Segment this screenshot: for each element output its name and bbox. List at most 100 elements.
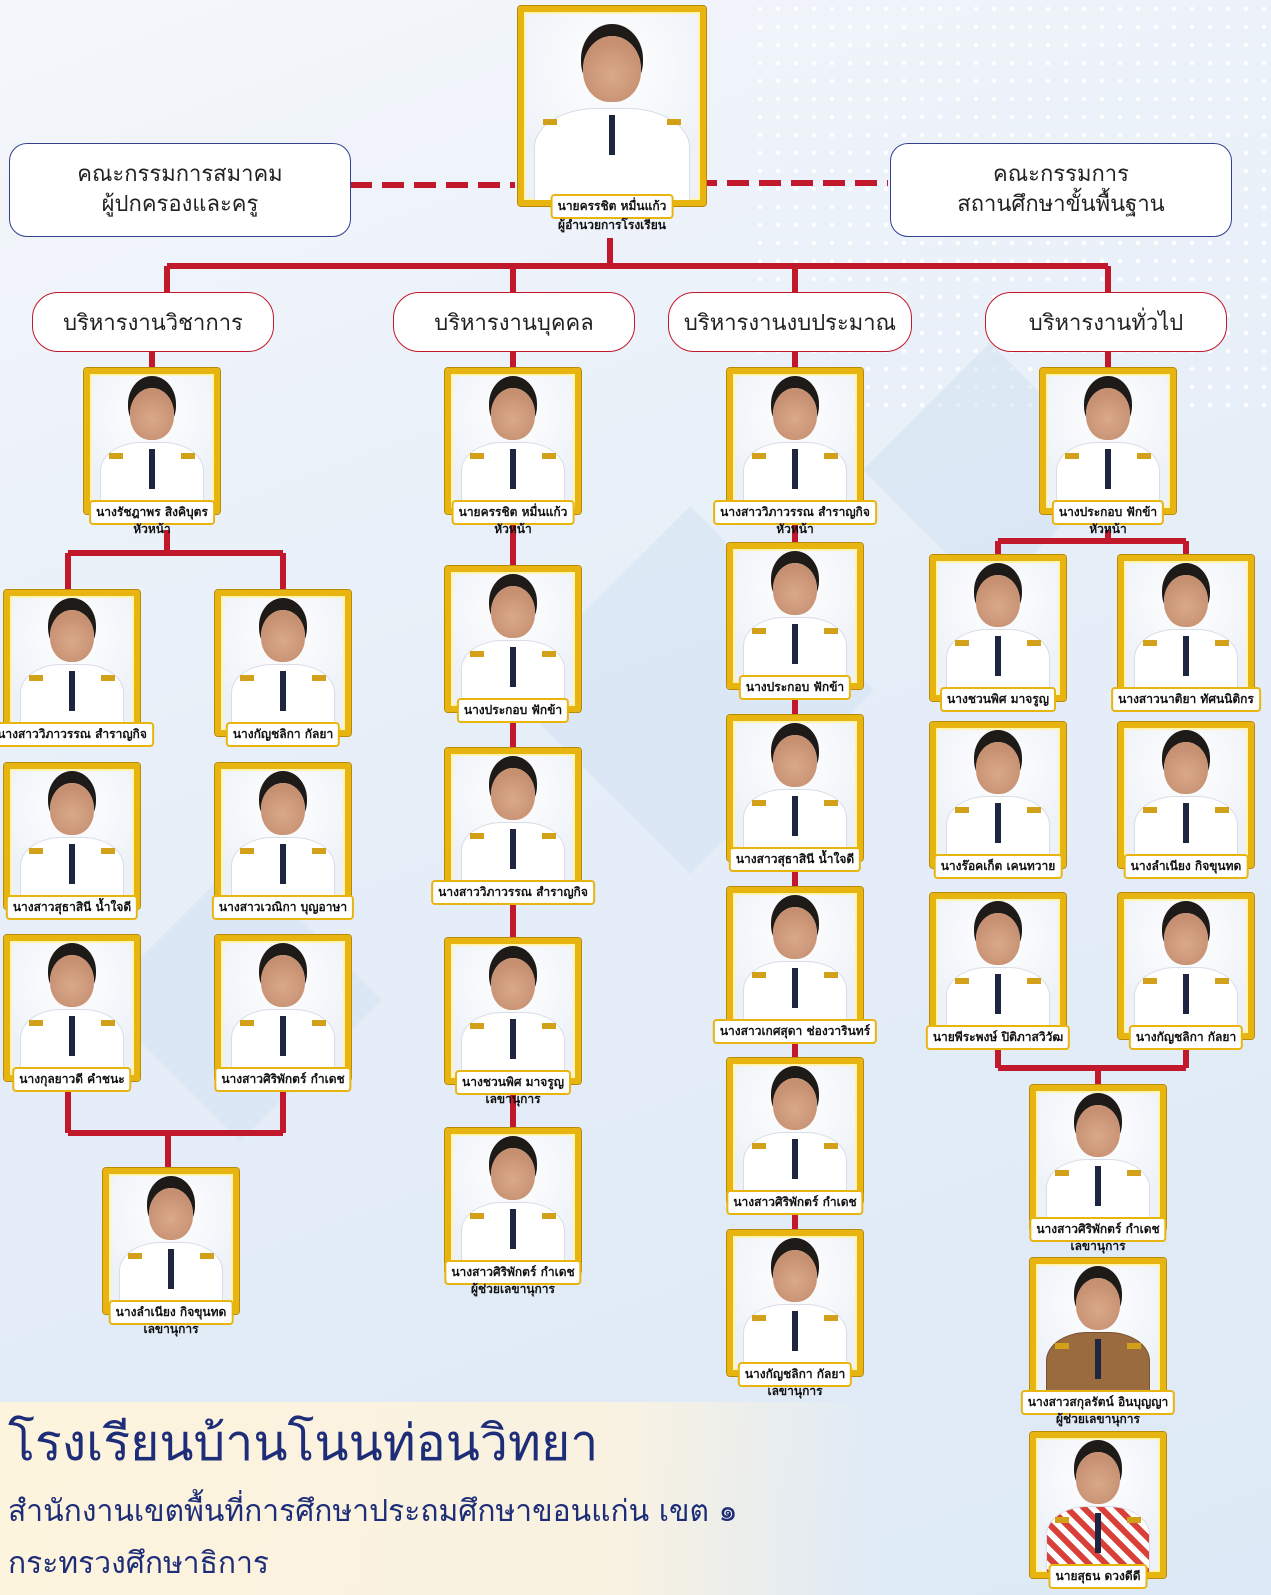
person-name: นางประกอบ ฟักข้า: [738, 675, 852, 700]
committee-left-label: คณะกรรมการสมาคม ผู้ปกครองและครู: [77, 162, 283, 217]
photo: [1118, 893, 1254, 1039]
dept-general-label: บริหารงานทั่วไป: [1028, 310, 1184, 336]
academic-secretary: นางลำเนียง กิจขุนทดเลขานุการ: [103, 1168, 239, 1336]
budget-member: นางประกอบ ฟักข้า: [727, 543, 863, 700]
person-name: นางสาวสกุลรัตน์ อินบุญญา: [1020, 1390, 1176, 1415]
person-name: นางสาววิภาวรรณ สำราญกิจ: [0, 722, 154, 747]
budget-member: นางสาวสุธาสินี น้ำใจดี: [727, 715, 863, 872]
person-name: นางลำเนียง กิจขุนทด: [108, 1300, 234, 1325]
person-name: นางกัญชลิกา กัลยา: [225, 722, 341, 747]
photo: [215, 590, 351, 736]
general-secretary: นางสาวศิริพักตร์ กำเดชเลขานุการ: [1029, 1085, 1167, 1253]
person-role: หัวหน้า: [133, 522, 171, 536]
academic-head: นางรัชฎาพร สิงคิบุตรหัวหน้า: [84, 368, 220, 536]
academic-member: นางกุลยาวดี คำชนะ: [4, 935, 140, 1092]
person-name: นายพีระพงษ์ ปิติภาสวิวัฒ: [925, 1025, 1071, 1050]
person-name: นางสาวนาติยา ทัศนนิติกร: [1111, 687, 1261, 712]
person-name: นางประกอบ ฟักข้า: [456, 698, 570, 723]
dept-budget: บริหารงานงบประมาณ: [668, 292, 912, 352]
personnel-head: นายครรชิต หมื่นแก้วหัวหน้า: [445, 368, 581, 536]
dept-personnel: บริหารงานบุคคล: [393, 292, 635, 352]
person-name: นางกุลยาวดี คำชนะ: [12, 1067, 132, 1092]
photo: [4, 763, 140, 909]
person-name: นางร๊อคเก็ต เคนทวาย: [933, 854, 1063, 879]
person-name: นางสาวสุธาสินี น้ำใจดี: [5, 895, 139, 920]
photo: [1040, 368, 1176, 514]
photo: [445, 566, 581, 712]
person-name: นางสาววิภาวรรณ สำราญกิจ: [431, 880, 595, 905]
dept-general: บริหารงานทั่วไป: [985, 292, 1227, 352]
general-member: นางลำเนียง กิจขุนทด: [1118, 722, 1254, 879]
dept-budget-label: บริหารงานงบประมาณ: [683, 310, 897, 336]
photo: [84, 368, 220, 514]
photo: [930, 893, 1066, 1039]
person-name: นางสาวศิริพักตร์ กำเดช: [726, 1190, 864, 1215]
school-board-box: คณะกรรมการ สถานศึกษาขั้นพื้นฐาน: [890, 143, 1232, 237]
director-card: นายครรชิต หมื่นแก้ว ผู้อำนวยการโรงเรียน: [518, 6, 706, 232]
dept-academic: บริหารงานวิชาการ: [32, 292, 274, 352]
photo: [727, 368, 863, 514]
photo: [103, 1168, 239, 1314]
director-photo: [518, 6, 706, 206]
dept-personnel-label: บริหารงานบุคคล: [434, 310, 594, 336]
general-member: นางสาวนาติยา ทัศนนิติกร: [1111, 555, 1261, 712]
personnel-assistant: นางสาวศิริพักตร์ กำเดชผู้ช่วยเลขานุการ: [444, 1128, 582, 1296]
person-role: ผู้ช่วยเลขานุการ: [471, 1282, 555, 1296]
general-member: นางร๊อคเก็ต เคนทวาย: [930, 722, 1066, 879]
photo: [445, 748, 581, 894]
photo: [727, 1058, 863, 1204]
photo: [930, 555, 1066, 701]
general-member-last: นายสุธน ดวงดีดี: [1030, 1432, 1166, 1589]
person-name: นางสาววิภาวรรณ สำราญกิจ: [713, 500, 877, 525]
photo: [727, 543, 863, 689]
photo: [1030, 1432, 1166, 1578]
person-role: เลขานุการ: [1070, 1239, 1126, 1253]
person-role: เลขานุการ: [485, 1092, 541, 1106]
academic-member: นางสาวสุธาสินี น้ำใจดี: [4, 763, 140, 920]
personnel-secretary: นางชวนพิศ มาจรูญเลขานุการ: [445, 938, 581, 1106]
academic-member: นางสาวศิริพักตร์ กำเดช: [214, 935, 352, 1092]
photo: [445, 938, 581, 1084]
personnel-member: นางประกอบ ฟักข้า: [445, 566, 581, 723]
budget-member: นางสาวศิริพักตร์ กำเดช: [726, 1058, 864, 1215]
academic-member: นางสาววิภาวรรณ สำราญกิจ: [0, 590, 154, 747]
person-name: นางสาวศิริพักตร์ กำเดช: [1029, 1217, 1167, 1242]
person-role: ผู้ช่วยเลขานุการ: [1056, 1412, 1140, 1426]
photo: [4, 935, 140, 1081]
photo: [1118, 555, 1254, 701]
school-office: สำนักงานเขตพื้นที่การศึกษาประถมศึกษาขอนแ…: [8, 1494, 738, 1529]
person-name: นางลำเนียง กิจขุนทด: [1123, 854, 1249, 879]
parents-teachers-committee-box: คณะกรรมการสมาคม ผู้ปกครองและครู: [9, 143, 351, 237]
budget-head: นางสาววิภาวรรณ สำราญกิจหัวหน้า: [713, 368, 877, 536]
personnel-member: นางสาววิภาวรรณ สำราญกิจ: [431, 748, 595, 905]
dept-academic-label: บริหารงานวิชาการ: [63, 310, 243, 336]
photo: [1030, 1085, 1166, 1231]
photo: [1030, 1258, 1166, 1404]
person-role: หัวหน้า: [776, 522, 814, 536]
budget-member: นางสาวเกศสุดา ช่องวารินทร์: [712, 887, 878, 1044]
person-name: นางประกอบ ฟักข้า: [1051, 500, 1165, 525]
general-assistant: นางสาวสกุลรัตน์ อินบุญญาผู้ช่วยเลขานุการ: [1020, 1258, 1176, 1426]
photo: [215, 935, 351, 1081]
committee-right-label: คณะกรรมการ สถานศึกษาขั้นพื้นฐาน: [957, 162, 1165, 217]
photo: [445, 1128, 581, 1274]
photo: [215, 763, 351, 909]
budget-secretary: นางกัญชลิกา กัลยาเลขานุการ: [727, 1230, 863, 1398]
academic-member: นางกัญชลิกา กัลยา: [215, 590, 351, 747]
person-role: เลขานุการ: [767, 1384, 823, 1398]
person-name: นางสาวเกศสุดา ช่องวารินทร์: [712, 1019, 878, 1044]
photo: [727, 715, 863, 861]
person-name: นางสาวเวณิกา บุญอาษา: [211, 895, 355, 920]
general-member: นายพีระพงษ์ ปิติภาสวิวัฒ: [925, 893, 1071, 1050]
academic-member: นางสาวเวณิกา บุญอาษา: [211, 763, 355, 920]
school-name: โรงเรียนบ้านโนนท่อนวิทยา: [8, 1414, 599, 1472]
photo: [930, 722, 1066, 868]
person-name: นางชวนพิศ มาจรูญ: [940, 687, 1056, 712]
photo: [4, 590, 140, 736]
photo: [727, 1230, 863, 1376]
person-role: เลขานุการ: [143, 1322, 199, 1336]
person-name: นายครรชิต หมื่นแก้ว: [451, 500, 575, 525]
person-name: นายสุธน ดวงดีดี: [1048, 1564, 1148, 1589]
general-member: นางกัญชลิกา กัลยา: [1118, 893, 1254, 1050]
general-head: นางประกอบ ฟักข้าหัวหน้า: [1040, 368, 1176, 536]
